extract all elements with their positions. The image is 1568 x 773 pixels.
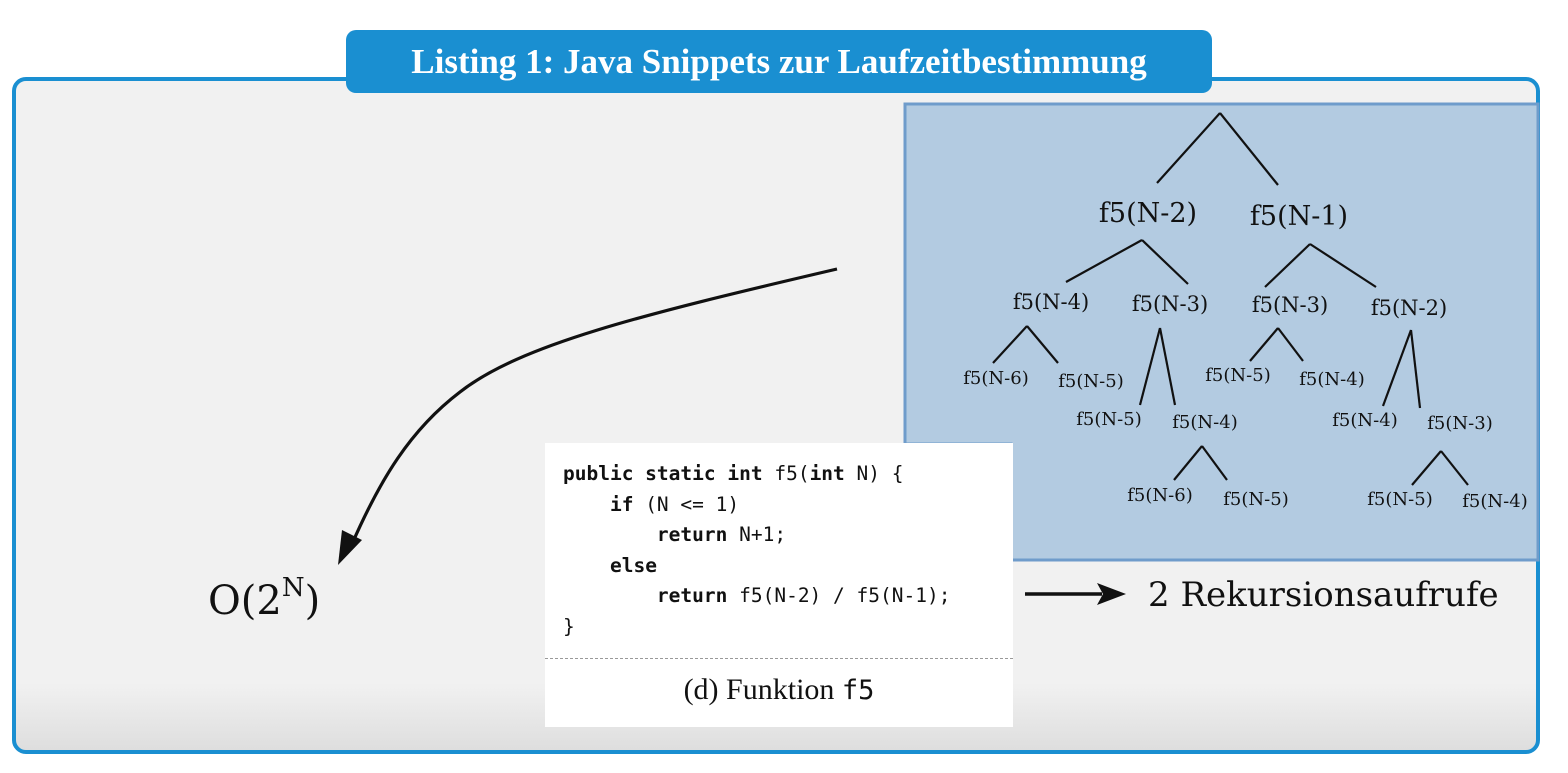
- tree-node: f5(N-5): [1205, 365, 1271, 386]
- code-keyword: return: [656, 584, 728, 607]
- tree-node: f5(N-2): [1370, 296, 1448, 320]
- code-text: [563, 554, 610, 577]
- code-keyword: else: [609, 553, 657, 577]
- code-text: N+1;: [727, 523, 787, 546]
- tree-node: f5(N-3): [1251, 293, 1329, 317]
- code-line: public static int f5(int N) {: [563, 462, 904, 485]
- code-line: if (N <= 1): [563, 493, 739, 516]
- tree-node: f5(N-3): [1427, 413, 1493, 434]
- tree-node: f5(N-2): [1098, 198, 1198, 229]
- tree-node: f5(N-5): [1058, 371, 1124, 392]
- listing-title: Listing 1: Java Snippets zur Laufzeitbes…: [346, 30, 1212, 93]
- code-text: f5(: [762, 462, 810, 485]
- tree-node: f5(N-4): [1012, 290, 1090, 314]
- code-line: }: [563, 615, 575, 638]
- code-text: [563, 493, 610, 516]
- caption-divider: [545, 658, 1013, 659]
- code-keyword: return: [656, 523, 728, 546]
- tree-node: f5(N-5): [1076, 409, 1142, 430]
- code-block: public static int f5(int N) { if (N <= 1…: [563, 459, 950, 642]
- code-text: [563, 523, 657, 546]
- code-line: return N+1;: [563, 523, 786, 546]
- complexity-close: ): [304, 578, 321, 624]
- code-keyword: if: [609, 492, 634, 516]
- tree-node: f5(N-6): [963, 368, 1029, 389]
- code-text: N) {: [844, 462, 904, 485]
- complexity-label: O(2N): [208, 575, 321, 624]
- tree-node: f5(N-5): [1223, 489, 1289, 510]
- listing-caption: (d) Funktion f5: [545, 673, 1013, 707]
- complexity-base: O(2: [208, 578, 282, 624]
- complexity-exponent: N: [281, 573, 305, 603]
- code-keyword: int: [809, 462, 845, 485]
- tree-node: f5(N-6): [1127, 485, 1193, 506]
- code-line: else: [563, 554, 657, 577]
- tree-node: f5(N-1): [1249, 201, 1349, 232]
- caption-function-name: f5: [841, 675, 875, 706]
- tree-node: f5(N-5): [1367, 489, 1433, 510]
- tree-node: f5(N-4): [1332, 410, 1398, 431]
- tree-node: f5(N-3): [1131, 292, 1209, 316]
- tree-node: f5(N-4): [1299, 369, 1365, 390]
- code-line: return f5(N-2) / f5(N-1);: [563, 584, 951, 607]
- code-text: [563, 584, 657, 607]
- code-keyword: public static int: [563, 462, 763, 485]
- code-text: }: [563, 614, 575, 638]
- tree-edges: [992, 112, 1469, 486]
- code-text: (N <= 1): [633, 492, 740, 516]
- caption-text: (d) Funktion: [683, 673, 842, 706]
- recursion-annotation: 2 Rekursionsaufrufe: [1148, 575, 1499, 615]
- code-listing: public static int f5(int N) { if (N <= 1…: [545, 443, 1013, 727]
- tree-node: f5(N-4): [1462, 491, 1528, 512]
- tree-node: f5(N-4): [1172, 412, 1238, 433]
- code-text: f5(N-2) / f5(N-1);: [727, 584, 951, 607]
